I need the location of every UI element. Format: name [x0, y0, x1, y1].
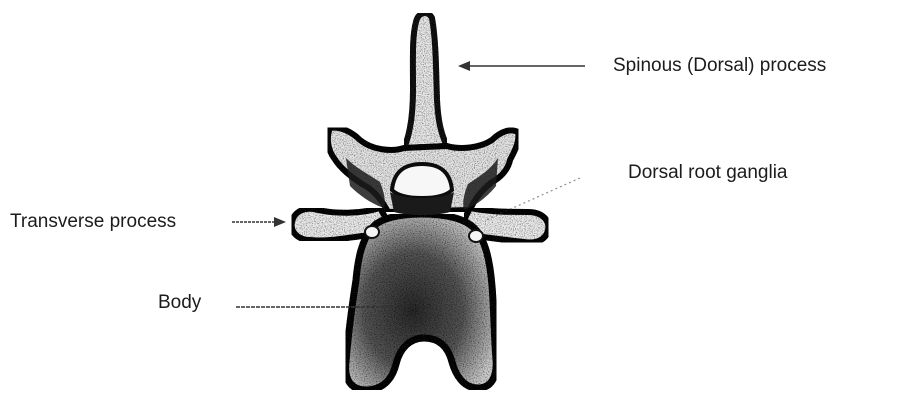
- spinous-process-shape: [404, 13, 447, 148]
- dorsal-root-ganglia-label: Dorsal root ganglia: [628, 163, 787, 182]
- transverse-arrowhead: [274, 217, 286, 227]
- body-label: Body: [158, 293, 201, 312]
- vertebral-foramen: [392, 164, 452, 198]
- transverse-process-label: Transverse process: [10, 212, 176, 231]
- right-intervertebral-foramen: [469, 230, 483, 242]
- left-intervertebral-foramen: [365, 226, 379, 238]
- vertebra-bone: [292, 13, 549, 390]
- spinous-arrowhead: [458, 61, 470, 71]
- spinous-process-label: Spinous (Dorsal) process: [613, 56, 826, 75]
